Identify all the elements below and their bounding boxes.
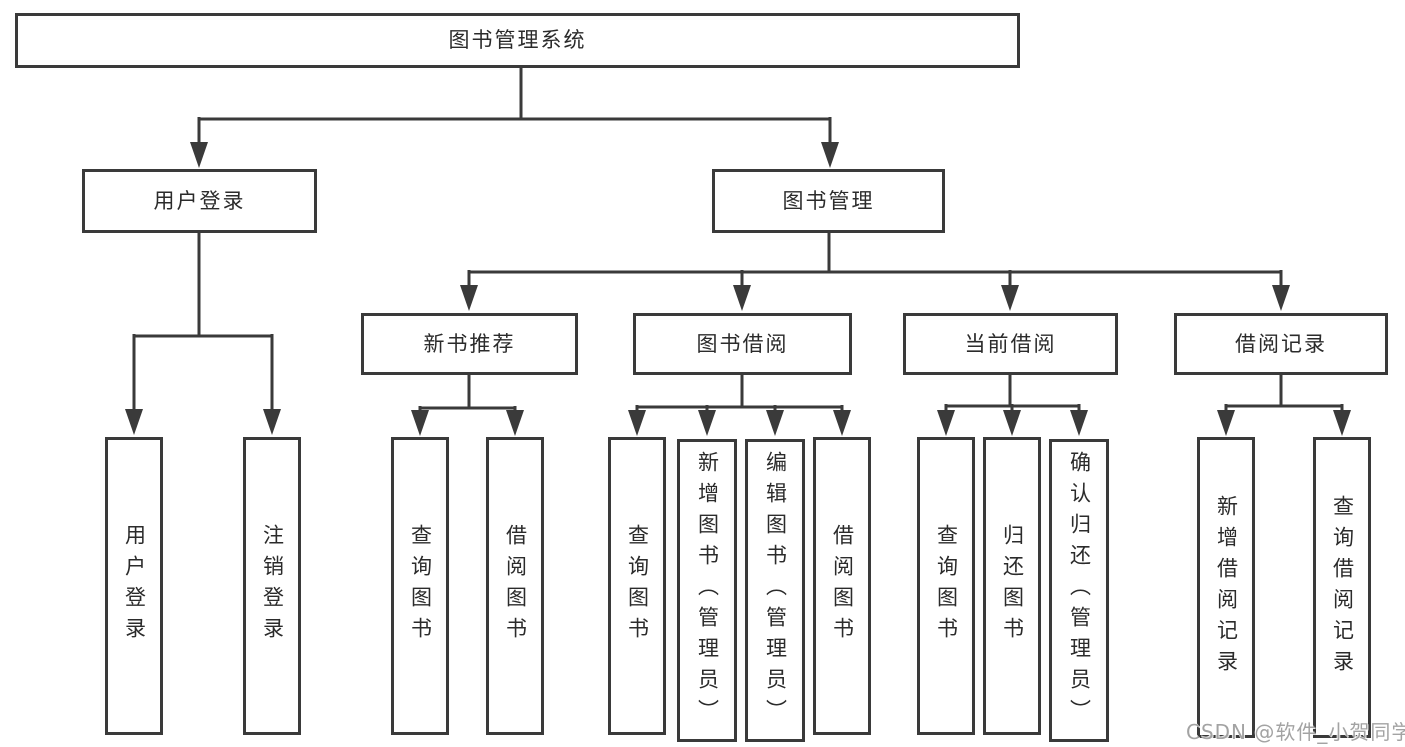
arrowheads (125, 142, 1351, 436)
leaf-add-borrow-record: 新增借阅记录 (1197, 437, 1255, 738)
leaf-confirm-return-admin: 确认归还（管理员） (1049, 439, 1109, 742)
node-book-management: 图书管理 (712, 169, 945, 233)
leaf-query-books-recommend: 查询图书 (391, 437, 449, 735)
node-current-borrow: 当前借阅 (903, 313, 1118, 375)
node-library-management-system: 图书管理系统 (15, 13, 1020, 68)
leaf-query-books-borrow: 查询图书 (608, 437, 666, 735)
leaf-edit-books-admin: 编辑图书（管理员） (745, 439, 805, 742)
leaf-user-login: 用户登录 (105, 437, 163, 735)
leaf-add-books-admin: 新增图书（管理员） (677, 439, 737, 742)
node-user-login: 用户登录 (82, 169, 317, 233)
csdn-watermark: CSDN @软件_小贺同学 (1186, 720, 1405, 744)
node-borrow-records: 借阅记录 (1174, 313, 1388, 375)
node-book-borrow: 图书借阅 (633, 313, 852, 375)
leaf-query-books-current: 查询图书 (917, 437, 975, 735)
leaf-return-books: 归还图书 (983, 437, 1041, 735)
leaf-logout: 注销登录 (243, 437, 301, 735)
leaf-query-borrow-record: 查询借阅记录 (1313, 437, 1371, 738)
leaf-borrow-books-recommend: 借阅图书 (486, 437, 544, 735)
node-new-book-recommend: 新书推荐 (361, 313, 578, 375)
leaf-borrow-books: 借阅图书 (813, 437, 871, 735)
